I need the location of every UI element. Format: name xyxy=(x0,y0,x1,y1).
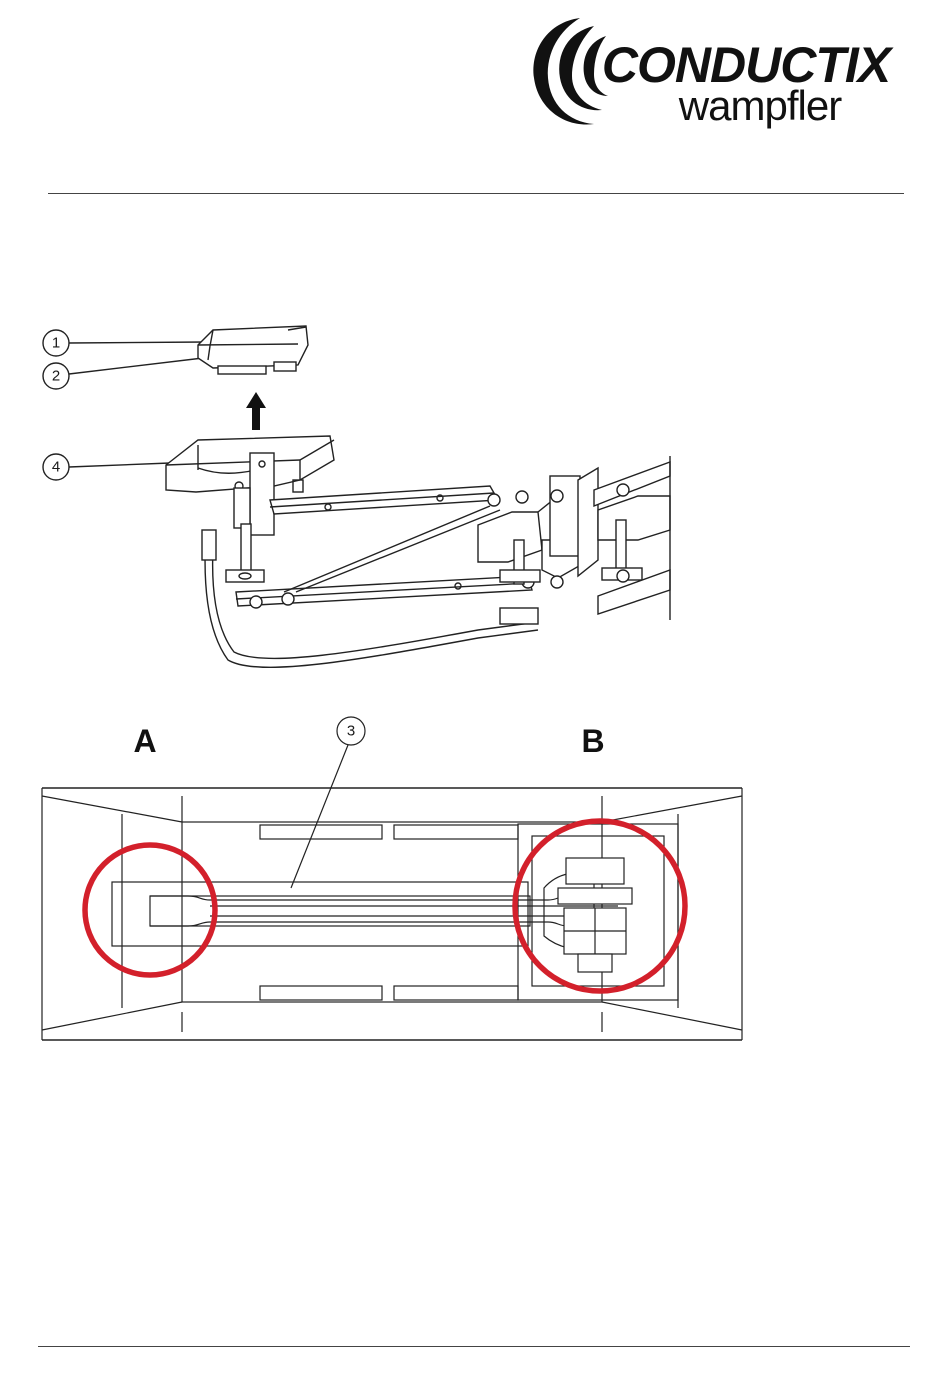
callout-number-3: 3 xyxy=(347,723,355,740)
footer-divider xyxy=(38,1346,910,1347)
header-divider xyxy=(48,193,904,194)
callout-number-2: 2 xyxy=(52,368,60,385)
detail-label-b: B xyxy=(581,723,604,759)
removal-arrow xyxy=(246,392,266,430)
callout-number-1: 1 xyxy=(52,335,60,352)
conductix-wampfler-logo: CONDUCTIX wampfler xyxy=(528,12,913,137)
collector-assembly-drawing: 1 2 4 xyxy=(38,300,678,690)
logo-graphic: CONDUCTIX wampfler xyxy=(528,12,913,137)
callout-number-4: 4 xyxy=(52,459,60,476)
brand-wampfler: wampfler xyxy=(678,82,842,129)
collector-top-view-figure: A B xyxy=(38,712,750,1044)
collector-assembly-figure: 1 2 4 xyxy=(38,300,678,690)
top-view-drawing: A B xyxy=(38,712,750,1044)
detail-label-a: A xyxy=(133,723,156,759)
